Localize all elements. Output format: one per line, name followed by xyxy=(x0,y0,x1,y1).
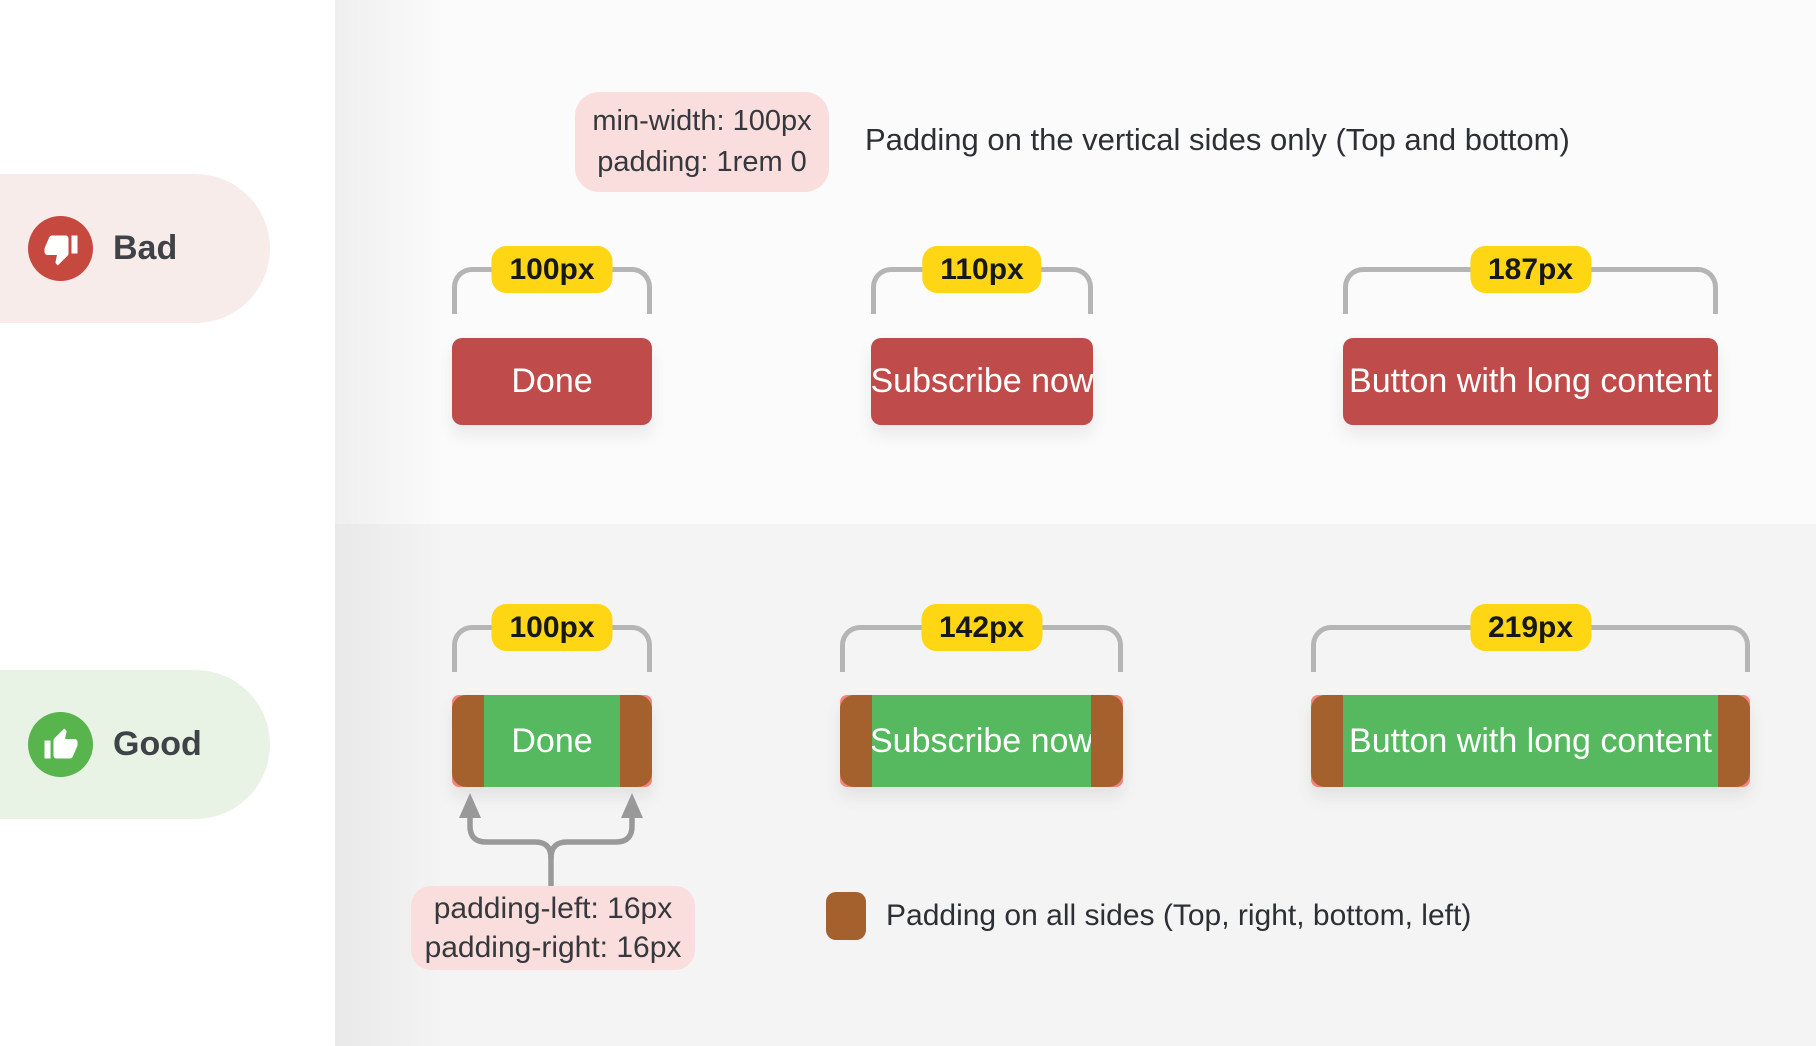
padding-strip-left xyxy=(452,695,484,787)
padding-strip-left xyxy=(1311,695,1343,787)
spec-line-1: min-width: 100px xyxy=(592,105,812,137)
arrow-up-icon xyxy=(459,793,481,818)
bad-css-spec-label: min-width: 100px padding: 1rem 0 xyxy=(575,92,829,192)
width-chip: 110px xyxy=(922,246,1042,293)
width-chip: 142px xyxy=(920,604,1043,651)
good-css-padding-note: padding-left: 16px padding-right: 16px xyxy=(411,886,695,970)
bad-description-text: Padding on the vertical sides only (Top … xyxy=(865,122,1570,157)
note-line-2: padding-right: 16px xyxy=(424,931,682,964)
width-chip: 100px xyxy=(491,604,613,651)
measure-bracket: 100px xyxy=(452,604,652,672)
width-chip: 219px xyxy=(1469,604,1592,651)
width-chip: 100px xyxy=(491,246,613,293)
thumbs-down-icon xyxy=(28,216,93,281)
padding-pointer-arrows xyxy=(459,793,643,891)
button-label: Subscribe now xyxy=(872,695,1091,787)
measure-bracket: 100px xyxy=(452,246,652,314)
padding-strip-right xyxy=(1718,695,1750,787)
good-example-button-done: Done xyxy=(452,695,652,787)
legend-text: Padding on all sides (Top, right, bottom… xyxy=(886,899,1472,932)
bad-badge: Bad xyxy=(0,174,270,323)
spec-line-2: padding: 1rem 0 xyxy=(597,146,807,178)
arrow-up-icon xyxy=(621,793,643,818)
good-example-button-subscribe: Subscribe now xyxy=(840,695,1123,787)
padding-strip-left xyxy=(840,695,872,787)
good-badge: Good xyxy=(0,670,270,819)
width-chip: 187px xyxy=(1469,246,1592,293)
bad-example-button-done: Done xyxy=(452,338,652,425)
measure-bracket: 110px xyxy=(871,246,1093,314)
measure-bracket: 142px xyxy=(840,604,1123,672)
thumbs-up-icon xyxy=(28,712,93,777)
button-label: Button with long content xyxy=(1343,695,1718,787)
bad-example-button-subscribe: Subscribe now xyxy=(871,338,1093,425)
padding-color-swatch xyxy=(826,892,866,940)
padding-strip-right xyxy=(620,695,652,787)
measure-bracket: 219px xyxy=(1311,604,1750,672)
good-badge-label: Good xyxy=(113,725,202,763)
padding-strip-right xyxy=(1091,695,1123,787)
bad-badge-label: Bad xyxy=(113,229,178,267)
measure-bracket: 187px xyxy=(1343,246,1718,314)
note-line-1: padding-left: 16px xyxy=(433,892,673,925)
good-example-button-long: Button with long content xyxy=(1311,695,1750,787)
padding-legend: Padding on all sides (Top, right, bottom… xyxy=(826,892,1471,940)
button-label: Done xyxy=(484,695,620,787)
bad-example-button-long: Button with long content xyxy=(1343,338,1718,425)
